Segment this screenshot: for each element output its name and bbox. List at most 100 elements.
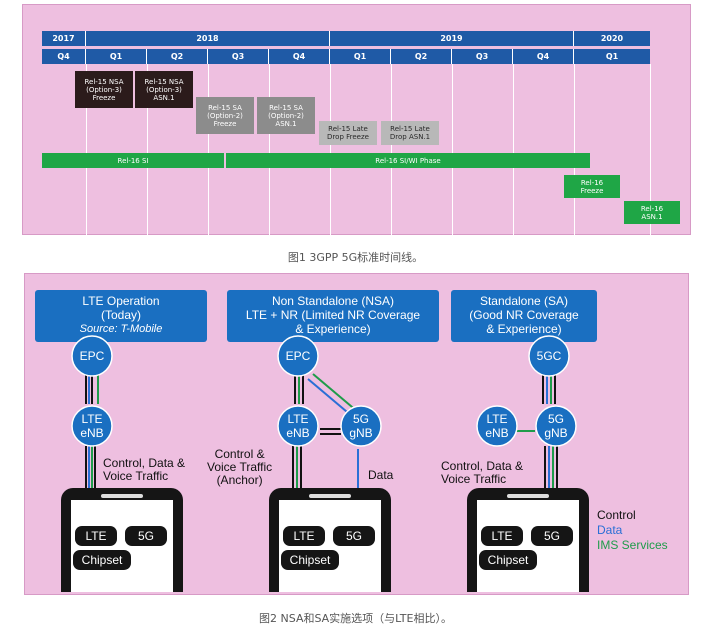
quarter-2019-q3: Q3 <box>452 49 513 64</box>
epc-node <box>71 335 113 377</box>
enb-text: eNB <box>286 426 310 440</box>
quarter-2018-q3: Q3 <box>208 49 269 64</box>
legend-data: Data <box>597 523 623 537</box>
quarter-2019-q1: Q1 <box>330 49 391 64</box>
year-2020: 2020 <box>574 31 650 46</box>
phone-nsa: LTE 5G Chipset <box>269 488 391 592</box>
lte-text: LTE <box>486 412 508 426</box>
fivegc-node <box>528 335 570 377</box>
chipset: Chipset <box>281 550 339 570</box>
lte-chip: LTE <box>75 526 117 546</box>
traffic-label-nsa: Control & Voice Traffic (Anchor) <box>207 448 272 487</box>
milestone-rel15-nsa-freeze: Rel-15 NSA (Option-3) Freeze <box>75 71 133 108</box>
header-lte-operation: LTE Operation (Today) Source: T-Mobile <box>35 290 207 342</box>
lte-text: LTE <box>287 412 309 426</box>
grid-line <box>650 64 651 235</box>
header-title: Non Standalone (NSA) <box>271 294 395 308</box>
epc-node <box>277 335 319 377</box>
header-subtitle: & Experience) <box>295 322 371 336</box>
data-label-nsa: Data <box>368 468 394 482</box>
header-source: Source: T-Mobile <box>79 323 163 335</box>
milestone-rel16-asn1: Rel-16 ASN.1 <box>624 201 680 224</box>
header-subtitle: LTE + NR (Limited NR Coverage <box>245 308 421 322</box>
fiveg-chip: 5G <box>125 526 167 546</box>
lte-chip: LTE <box>481 526 523 546</box>
milestone-rel16-freeze: Rel-16 Freeze <box>564 175 620 198</box>
gnb-text: gNB <box>544 426 568 440</box>
grid-line <box>452 64 453 235</box>
gnb-node <box>535 405 577 447</box>
figure1-caption: 图1 3GPP 5G标准时间线。 <box>287 251 424 264</box>
header-sa: Standalone (SA) (Good NR Coverage & Expe… <box>451 290 597 342</box>
year-2018: 2018 <box>86 31 330 46</box>
milestone-rel15-late-drop-freeze: Rel-15 Late Drop Freeze <box>319 121 377 145</box>
traffic-line: Voice Traffic <box>441 472 507 486</box>
traffic-line: (Anchor) <box>216 473 263 487</box>
milestone-rel15-late-drop-asn1: Rel-15 Late Drop ASN.1 <box>381 121 439 145</box>
header-nsa: Non Standalone (NSA) LTE + NR (Limited N… <box>227 290 439 342</box>
traffic-line: Control & <box>214 447 265 461</box>
grid-line <box>86 64 87 235</box>
quarter-2019-q4: Q4 <box>513 49 574 64</box>
lte-enb-node <box>277 405 319 447</box>
phone-speaker <box>507 494 549 498</box>
phone-screen <box>71 500 173 592</box>
quarter-2018-q2: Q2 <box>147 49 208 64</box>
header-title: LTE Operation <box>82 294 160 308</box>
phone-screen <box>279 500 381 592</box>
fiveg-text: 5G <box>352 412 369 426</box>
fiveg-chip: 5G <box>531 526 573 546</box>
quarter-2017-q4: Q4 <box>42 49 86 64</box>
lte-enb-label: LTE eNB <box>477 412 517 440</box>
legend: Control Data IMS Services <box>597 508 668 553</box>
legend-ims-services: IMS Services <box>597 538 668 552</box>
traffic-line: Control, Data & <box>441 459 524 473</box>
quarter-2018-q1: Q1 <box>86 49 147 64</box>
lte-enb-node <box>476 405 518 447</box>
traffic-label-sa: Control, Data & Voice Traffic <box>441 460 523 486</box>
quarter-2020-q1: Q1 <box>574 49 650 64</box>
lte-text: LTE <box>81 412 103 426</box>
phone-speaker <box>101 494 143 498</box>
grid-line <box>391 64 392 235</box>
legend-control: Control <box>597 508 636 522</box>
network-nodes <box>71 335 577 447</box>
year-2019: 2019 <box>330 31 574 46</box>
enb-text: eNB <box>485 426 509 440</box>
lte-chip: LTE <box>283 526 325 546</box>
lte-enb-node <box>71 405 113 447</box>
header-subtitle: & Experience) <box>486 322 562 336</box>
enb-text: eNB <box>80 426 104 440</box>
fiveg-chip: 5G <box>333 526 375 546</box>
epc-label: EPC <box>79 349 105 363</box>
phone-lte: LTE 5G Chipset <box>61 488 183 592</box>
milestone-rel15-nsa-asn1: Rel-15 NSA (Option-3) ASN.1 <box>135 71 193 108</box>
grid-line <box>330 64 331 235</box>
lte-enb-label: LTE eNB <box>278 412 318 440</box>
gnb-label: 5G gNB <box>536 412 576 440</box>
fiveg-text: 5G <box>547 412 564 426</box>
phone-screen <box>477 500 579 592</box>
traffic-line: Control, Data & <box>103 456 186 470</box>
gnb-label: 5G gNB <box>341 412 381 440</box>
quarter-2019-q2: Q2 <box>391 49 452 64</box>
gnb-text: gNB <box>349 426 373 440</box>
lte-enb-label: LTE eNB <box>72 412 112 440</box>
traffic-line: Voice Traffic <box>103 469 169 483</box>
chipset: Chipset <box>73 550 131 570</box>
milestone-rel15-sa-freeze: Rel-15 SA (Option-2) Freeze <box>196 97 254 134</box>
phone-speaker <box>309 494 351 498</box>
grid-line <box>208 64 209 235</box>
traffic-line: Voice Traffic <box>207 460 273 474</box>
chipset: Chipset <box>479 550 537 570</box>
quarter-2018-q4: Q4 <box>269 49 330 64</box>
header-subtitle: (Today) <box>100 308 141 322</box>
bar-rel16-si-wi-phase: Rel-16 SI/WI Phase <box>226 153 590 168</box>
epc-label: EPC <box>285 349 311 363</box>
grid-line <box>269 64 270 235</box>
nsa-sa-figure: LTE Operation (Today) Source: T-Mobile N… <box>24 273 689 595</box>
traffic-label-lte: Control, Data & Voice Traffic <box>103 457 185 483</box>
grid-line <box>147 64 148 235</box>
milestone-rel15-sa-asn1: Rel-15 SA (Option-2) ASN.1 <box>257 97 315 134</box>
phone-sa: LTE 5G Chipset <box>467 488 589 592</box>
